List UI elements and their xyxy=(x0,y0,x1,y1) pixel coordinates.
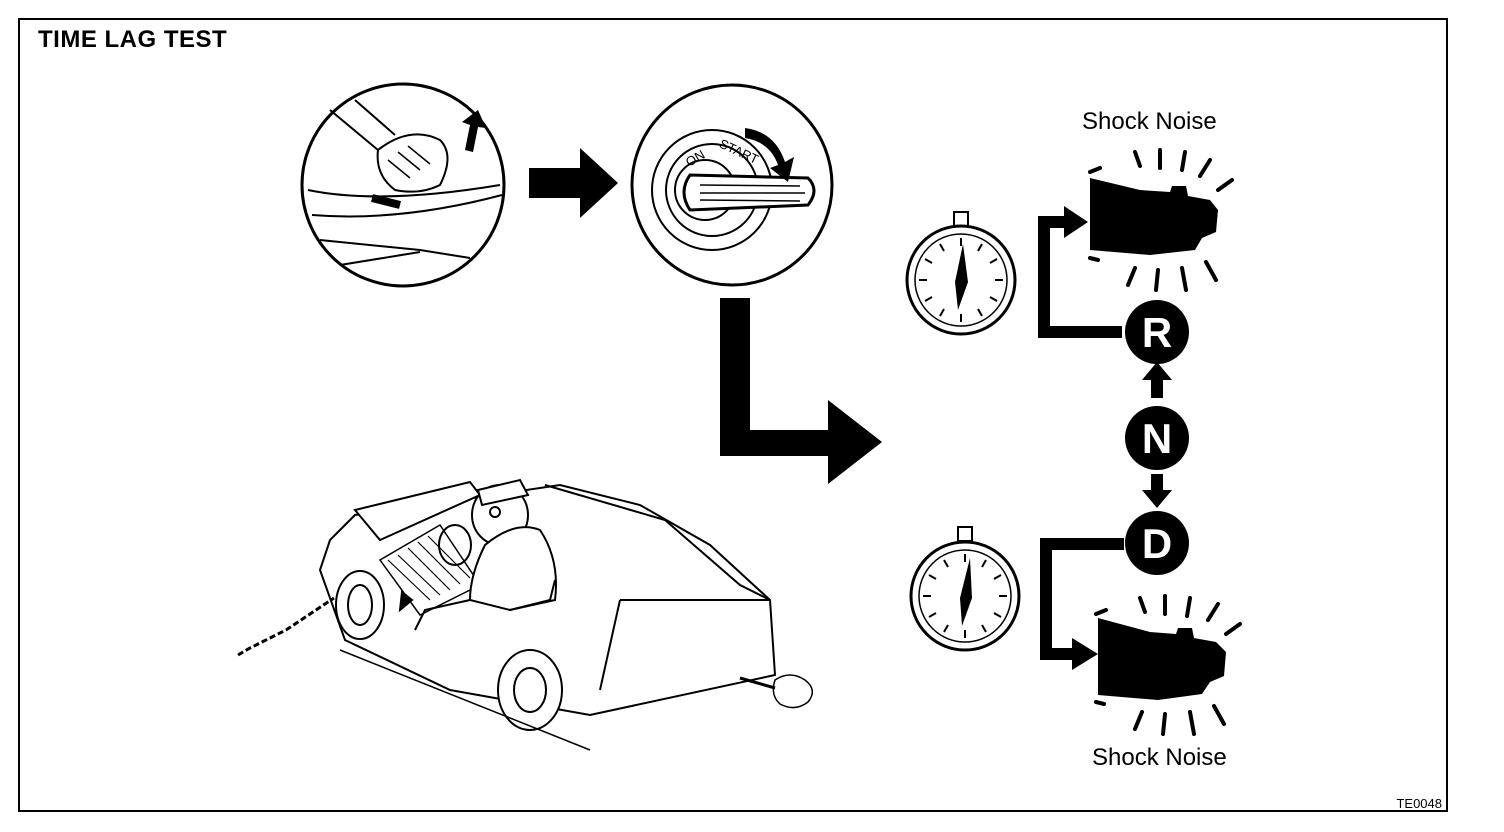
gear-d-badge: D xyxy=(1125,511,1189,575)
connector-reverse xyxy=(1038,206,1122,338)
arrow-down-right xyxy=(720,298,882,484)
diagram-title: TIME LAG TEST xyxy=(38,26,228,53)
gear-n-text: N xyxy=(1142,415,1172,462)
shock-noise-label-top: Shock Noise xyxy=(1082,108,1217,135)
shock-noise-label-bottom: Shock Noise xyxy=(1092,744,1227,771)
stopwatch-bottom xyxy=(909,526,1021,652)
arrow-n-to-d xyxy=(1142,474,1172,508)
connector-drive xyxy=(1040,538,1124,670)
gear-r-badge: R xyxy=(1125,300,1189,364)
transmission-bottom xyxy=(1094,594,1242,736)
diagram-frame xyxy=(18,18,1448,812)
figure-code: TE0048 xyxy=(1396,796,1442,811)
car-illustration xyxy=(237,478,814,751)
arrow-n-to-r xyxy=(1142,362,1172,398)
gear-n-badge: N xyxy=(1125,406,1189,470)
stopwatch-top xyxy=(905,211,1017,336)
transmission-top xyxy=(1088,148,1234,292)
gear-d-text: D xyxy=(1142,520,1172,567)
arrow-right-1 xyxy=(529,148,618,218)
parking-brake-inset xyxy=(300,82,506,288)
gear-r-text: R xyxy=(1142,309,1172,356)
ignition-inset: ON START xyxy=(630,83,834,287)
